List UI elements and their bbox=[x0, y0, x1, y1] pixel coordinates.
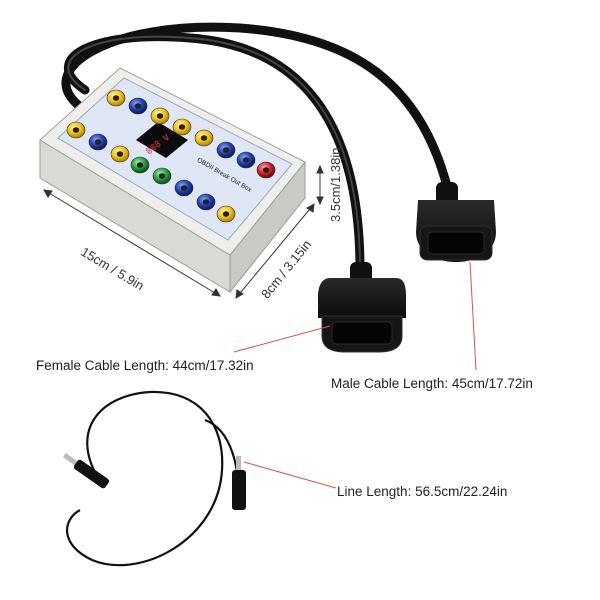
arrow-head bbox=[211, 288, 221, 297]
jack-hole bbox=[202, 199, 210, 205]
height-dimension-label: 3.5cm/1.38in bbox=[328, 147, 343, 222]
jack-hole bbox=[156, 113, 164, 119]
banana-jack bbox=[236, 151, 256, 169]
arrow-head bbox=[43, 189, 53, 198]
jack-hole bbox=[242, 157, 250, 163]
banana-jack bbox=[172, 118, 192, 136]
banana-jack bbox=[216, 205, 236, 223]
banana-jack bbox=[128, 97, 148, 115]
jack-hole bbox=[222, 147, 230, 153]
banana-plug-right bbox=[232, 456, 246, 510]
pointer-lines bbox=[233, 261, 477, 489]
jack-hole bbox=[112, 95, 120, 101]
female-obd-connector bbox=[318, 262, 406, 353]
test-lead-wire bbox=[66, 390, 224, 567]
jack-hole bbox=[222, 211, 230, 217]
jack-hole bbox=[262, 167, 270, 173]
box-panel bbox=[57, 77, 293, 241]
banana-jack bbox=[174, 179, 194, 197]
banana-jack bbox=[88, 133, 108, 151]
plug-body bbox=[232, 470, 246, 510]
jack-hole bbox=[158, 173, 166, 179]
male-obd-connector bbox=[416, 182, 496, 262]
line-pointer bbox=[243, 461, 337, 489]
female-cable-length-label: Female Cable Length: 44cm/17.32in bbox=[36, 358, 254, 373]
jack-hole bbox=[200, 135, 208, 141]
cable-highlight bbox=[67, 35, 361, 271]
jack-hole bbox=[72, 127, 80, 133]
line-length-label: Line Length: 56.5cm/22.24in bbox=[337, 484, 508, 499]
obd-cables bbox=[61, 22, 453, 275]
male-pointer bbox=[469, 261, 477, 371]
banana-jack bbox=[194, 129, 214, 147]
plug-body bbox=[73, 459, 110, 489]
banana-jack bbox=[66, 121, 86, 139]
banana-jack bbox=[256, 161, 276, 179]
banana-jack bbox=[152, 167, 172, 185]
female-pointer bbox=[233, 325, 331, 353]
connector-face-inner bbox=[427, 231, 485, 255]
banana-jack bbox=[196, 193, 216, 211]
arrow-head bbox=[306, 203, 315, 213]
arrow-head bbox=[316, 196, 324, 206]
test-lead bbox=[63, 390, 246, 567]
jack-hole bbox=[178, 124, 186, 130]
dimension-lines bbox=[43, 164, 324, 299]
voltage-display bbox=[136, 122, 188, 158]
connector-face-inner bbox=[331, 321, 393, 345]
banana-jack bbox=[216, 141, 236, 159]
jack-hole bbox=[94, 139, 102, 145]
arrow-head bbox=[235, 289, 244, 299]
banana-jack bbox=[150, 107, 170, 125]
arrow-head bbox=[316, 164, 324, 174]
width-arrow bbox=[235, 203, 315, 299]
banana-jack bbox=[110, 145, 130, 163]
banana-jack bbox=[130, 156, 150, 174]
plug-pin bbox=[236, 456, 241, 470]
banana-plug-left bbox=[63, 453, 110, 489]
length-arrow bbox=[43, 189, 221, 297]
banana-jack bbox=[106, 89, 126, 107]
male-cable bbox=[61, 22, 453, 195]
breakout-box: 888 V OBDII Break Out Box bbox=[39, 67, 306, 294]
plug-pin bbox=[63, 453, 78, 466]
jack-hole bbox=[180, 185, 188, 191]
jack-hole bbox=[116, 151, 124, 157]
male-cable-length-label: Male Cable Length: 45cm/17.72in bbox=[331, 376, 533, 391]
jack-hole bbox=[134, 103, 142, 109]
connector-body bbox=[318, 278, 406, 318]
banana-jacks bbox=[66, 89, 276, 223]
jack-hole bbox=[136, 162, 144, 168]
